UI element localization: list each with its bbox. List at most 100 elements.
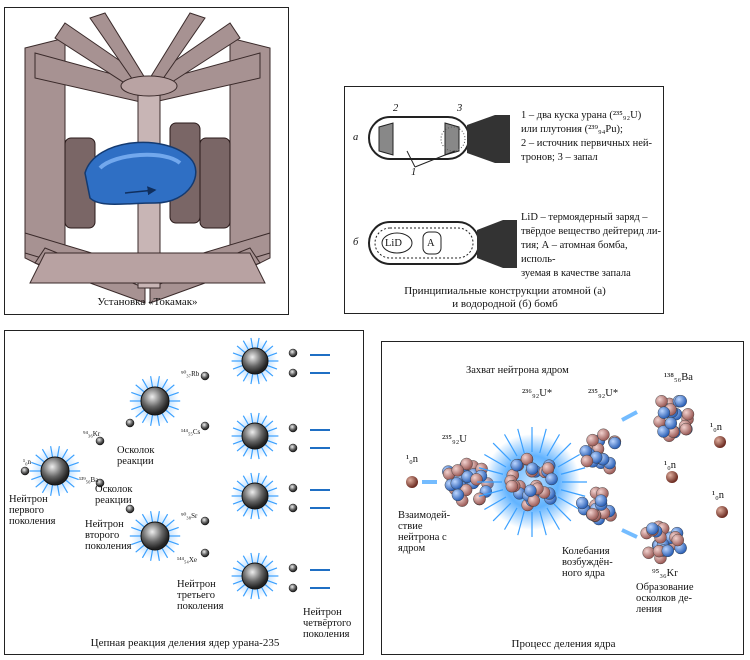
spark-ray [484, 496, 507, 511]
nucleus-gen3-2 [241, 482, 269, 510]
nucleus-gen3-2-ray [267, 499, 278, 505]
fragment-xe [200, 548, 210, 558]
nucleus-gen3-3-ray [232, 567, 243, 573]
nucleus-gen3-0-ray [236, 345, 246, 354]
nucleus-gen2b-ray [167, 540, 179, 546]
iso-kr94: ⁹⁴₃₆Kr [83, 430, 101, 438]
fragment-gen3b-1 [288, 443, 298, 453]
kr-fragment-ball [642, 546, 655, 559]
nucleus-gen1-ray [41, 482, 49, 494]
u236-nucleus-ball [520, 452, 534, 466]
nucleus-gen1-ray [67, 475, 79, 481]
nucleus-gen2b-ray [165, 544, 175, 553]
oscillating-bottom-ball [586, 507, 599, 521]
oscillating-bottom-ball [576, 496, 589, 510]
iso-ba139: ¹³⁹₅₆Ba [79, 476, 99, 484]
nucleus-gen3-3-ray [260, 586, 268, 597]
nucleus-gen3-2-ray [242, 475, 250, 486]
nucleus-gen3-1-ray [242, 415, 250, 426]
nucleus-gen3-0-ray [242, 371, 250, 382]
nucleus-gen1-ray [31, 475, 43, 481]
ba-trail [621, 410, 638, 422]
nucleus-gen3-3-ray [242, 586, 250, 597]
oscillating-bottom-ball [594, 494, 608, 507]
nucleus-gen3-1-ray [232, 439, 243, 445]
nucleus-gen2b-ray [165, 519, 175, 528]
neutron-gen1-label: Нейтрон первого поколения [9, 494, 56, 527]
nucleus-gen2b-ray [135, 519, 145, 528]
nucleus-gen3-0-ray [260, 371, 268, 382]
u235-nucleus-ball [450, 477, 463, 490]
neutron-gen2-label: Нейтрон второго поколения [85, 519, 132, 552]
nucleus-gen2a-ray [131, 405, 143, 411]
ba-fragment-ball [657, 406, 671, 419]
nucleus-gen3-1-ray [264, 420, 274, 429]
nucleus-gen3-3-ray [236, 560, 246, 569]
ba-fragment-ball [655, 395, 668, 408]
nucleus-gen2b-ray [150, 549, 154, 561]
nucleus-gen2a-ray [156, 414, 160, 426]
tokamak-illustration [24, 12, 271, 304]
u236-nucleus-ball [510, 458, 523, 472]
nucleus-gen3-2-ray [256, 472, 260, 484]
spark-ray [484, 453, 507, 468]
spark-ray [517, 428, 525, 454]
nucleus-gen3-2-ray [242, 506, 250, 517]
chain-reaction-panel: Нейтрон первого поколения Осколок реакци… [4, 330, 364, 655]
fission-caption: Процесс деления ядра [511, 638, 616, 650]
nucleus-gen2b-ray [161, 513, 169, 525]
fragment-kr [95, 436, 105, 446]
fission-title: Захват нейтрона ядром [466, 365, 569, 376]
nucleus-gen3-3-ray [267, 579, 278, 585]
nucleus-gen3-3-ray [264, 560, 274, 569]
fragment2-label: Осколок реакции [95, 484, 133, 506]
neutron-out-3 [716, 506, 728, 518]
neutron-gen3-label: Нейтрон третьего поколения [177, 579, 224, 612]
nucleus-gen3-2-ray [250, 472, 254, 484]
tokamak-caption: Установка «Токамак» [97, 296, 198, 308]
nucleus-gen3-1-ray [267, 439, 278, 445]
nucleus-gen2b-ray [131, 540, 143, 546]
legend-hydrogen: LiD – термоядерный заряд – твёрдое вещес… [521, 211, 661, 281]
u236-nucleus-ball [524, 484, 537, 497]
nucleus-gen3-3-ray [250, 588, 254, 600]
spark-ray [560, 489, 586, 497]
nucleus-gen3-2-ray [236, 480, 246, 489]
kr-fragment-ball [661, 544, 674, 558]
nucleus-gen3-2-ray [250, 508, 254, 520]
fragment-rb [200, 371, 210, 381]
nucleus-gen3-2-ray [264, 503, 274, 512]
nucleus-gen3-3-ray [250, 552, 254, 564]
iso-xe144: ¹⁴⁴₅₄Xe [177, 556, 198, 564]
nucleus-gen2a-ray [141, 378, 149, 390]
spark-ray [552, 442, 572, 462]
nucleus-gen2b-ray [141, 547, 149, 559]
legend-a-2: или плутония (²³⁹₉₄Pu); [521, 124, 623, 135]
nucleus-gen2b-ray [131, 526, 143, 532]
nucleus-gen1-ray [67, 461, 79, 467]
fission-n-out3: ¹₀n [712, 490, 725, 501]
neutron-1 [20, 466, 30, 476]
nucleus-gen3-3-ray [232, 579, 243, 585]
fission-interaction: Взаимодей-ствие нейтрона с ядром [398, 510, 451, 554]
nucleus-gen3-0-ray [236, 368, 246, 377]
fragment-gen3b-2 [288, 503, 298, 513]
nucleus-gen3-3-ray [242, 555, 250, 566]
ba-fragment-ball [657, 425, 670, 438]
bomb-diagrams [368, 115, 517, 268]
spark-ray [546, 507, 561, 530]
nucleus-gen3-1-ray [256, 412, 260, 424]
ba-fragment-ball [679, 422, 693, 436]
bombs-caption-line1: Принципиальные конструкции атомной (а) [404, 285, 606, 297]
u235-nucleus-ball [470, 473, 483, 486]
spark-ray [560, 467, 586, 475]
nucleus-gen3-2-ray [267, 487, 278, 493]
spark-ray [492, 442, 512, 462]
nucleus-gen3-0-ray [232, 352, 243, 358]
legend-a-3: 2 – источник первичных ней- [521, 138, 653, 149]
nucleus-gen3-0-ray [232, 364, 243, 370]
kr-fragment-ball [671, 533, 684, 547]
nucleus-gen3-2-ray [232, 499, 243, 505]
spark-ray [552, 502, 572, 522]
oscillating-top-ball [580, 454, 594, 468]
